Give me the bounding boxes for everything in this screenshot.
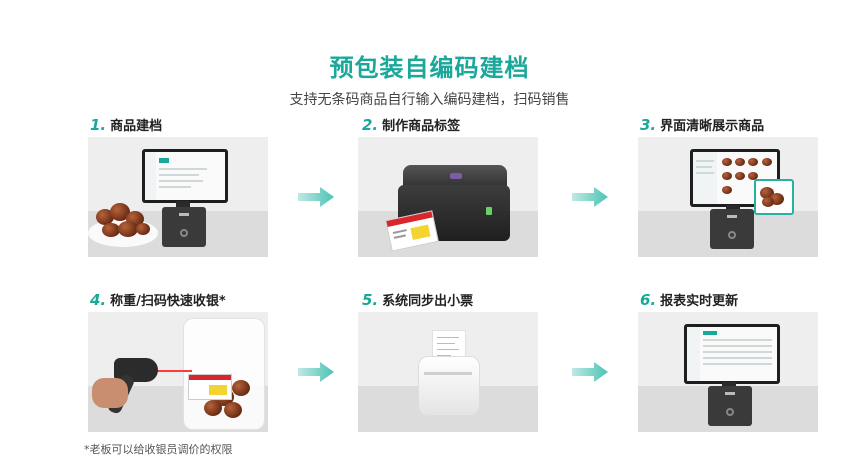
arrow-right-icon xyxy=(572,362,608,382)
footnote: *老板可以给收银员调价的权限 xyxy=(84,443,233,456)
step-5-image xyxy=(358,312,538,432)
step-3-image xyxy=(638,137,818,257)
step-1-number: 1. xyxy=(90,116,107,134)
step-5-text: 系统同步出小票 xyxy=(382,294,474,309)
product-thumbnail xyxy=(754,179,794,215)
step-6-label: 6.报表实时更新 xyxy=(640,290,738,309)
step-2-image xyxy=(358,137,538,257)
step-4-text: 称重/扫码快速收银* xyxy=(110,294,226,309)
step-1-image xyxy=(88,137,268,257)
step-3-label: 3.界面清晰展示商品 xyxy=(640,115,764,134)
product-label xyxy=(188,374,232,400)
step-5-number: 5. xyxy=(362,291,379,309)
page-title: 预包装自编码建档 xyxy=(329,54,530,82)
step-2-text: 制作商品标签 xyxy=(382,119,461,134)
page-subtitle: 支持无条码商品自行输入编码建档，扫码销售 xyxy=(289,92,570,108)
step-1-label: 1.商品建档 xyxy=(90,115,162,134)
step-2-label: 2.制作商品标签 xyxy=(362,115,460,134)
arrow-right-icon xyxy=(298,187,334,207)
arrow-right-icon xyxy=(572,187,608,207)
step-6-number: 6. xyxy=(640,291,657,309)
step-5-label: 5.系统同步出小票 xyxy=(362,290,473,309)
receipt-printer xyxy=(418,356,480,416)
step-2-number: 2. xyxy=(362,116,379,134)
step-3-text: 界面清晰展示商品 xyxy=(660,119,765,134)
step-4-label: 4.称重/扫码快速收银* xyxy=(90,290,226,309)
arrow-right-icon xyxy=(298,362,334,382)
step-6-image xyxy=(638,312,818,432)
step-6-text: 报表实时更新 xyxy=(660,294,739,309)
step-4-number: 4. xyxy=(90,291,107,309)
step-3-number: 3. xyxy=(640,116,657,134)
step-1-text: 商品建档 xyxy=(110,119,163,134)
scan-beam xyxy=(152,370,192,372)
step-4-image xyxy=(88,312,268,432)
